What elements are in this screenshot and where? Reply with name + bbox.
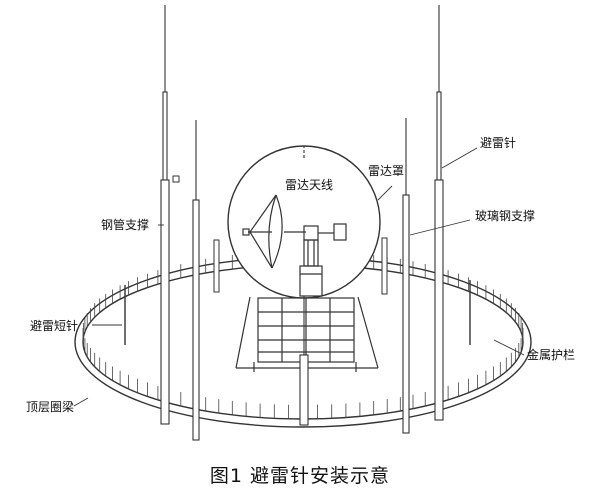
label-radar-dome: 雷达罩 — [368, 164, 405, 178]
label-radar-antenna: 雷达天线 — [285, 178, 334, 192]
fiberglass-support-back — [213, 237, 388, 295]
label-top-ring-beam: 顶层圈梁 — [26, 400, 75, 414]
label-short-lightning-rod: 避雷短针 — [30, 319, 79, 333]
radar-dome — [227, 145, 381, 299]
leader-lines — [73, 147, 525, 407]
figure-caption: 图1 避雷针安装示意 — [209, 465, 391, 487]
lightning-rod-right — [434, 5, 444, 421]
lightning-rod-left — [160, 5, 170, 425]
label-metal-guardrail: 金属护栏 — [527, 348, 576, 362]
label-lightning-rod: 避雷针 — [480, 136, 517, 150]
label-fiberglass-support: 玻璃钢支撑 — [475, 209, 536, 223]
lightning-rod-center — [299, 146, 309, 426]
fiberglass-support-left — [192, 120, 200, 441]
label-steel-pipe-support: 钢管支撑 — [101, 218, 150, 232]
fiberglass-support-right — [402, 118, 410, 434]
short-lightning-rods — [124, 280, 471, 345]
marker-square — [172, 175, 180, 183]
radar-antenna — [242, 194, 347, 297]
